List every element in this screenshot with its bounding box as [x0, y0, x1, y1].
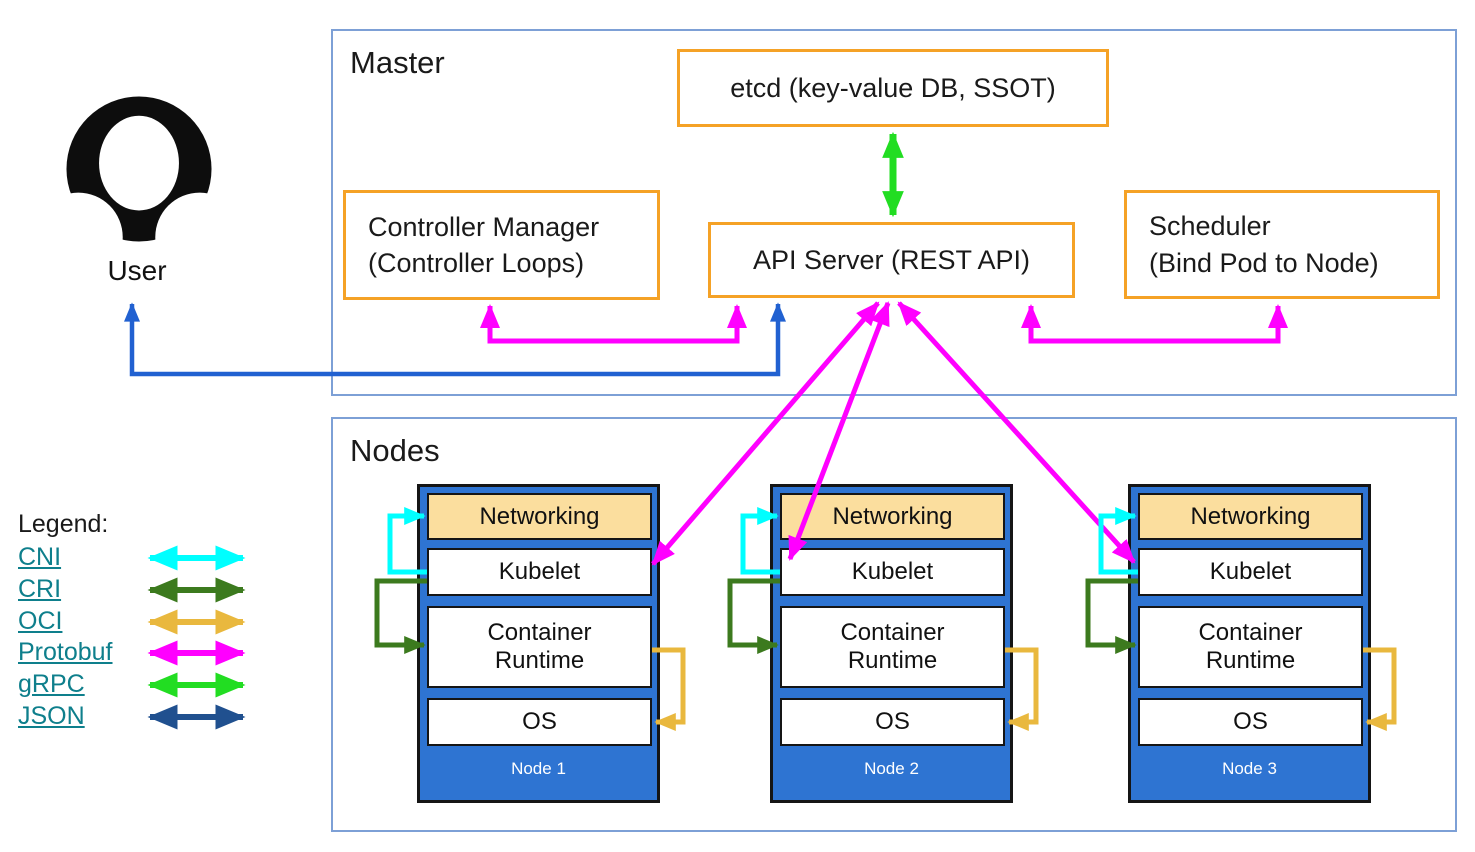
scheduler-box: Scheduler (Bind Pod to Node) [1124, 190, 1440, 299]
node3-networking-layer: Networking [1138, 493, 1363, 540]
legend-link-cri[interactable]: CRI [18, 575, 62, 603]
node2-container-runtime-layer: Container Runtime [780, 606, 1005, 688]
etcd-box: etcd (key-value DB, SSOT) [677, 49, 1109, 127]
node3-kubelet-layer: Kubelet [1138, 548, 1363, 596]
scheduler-line2: (Bind Pod to Node) [1149, 247, 1379, 278]
user-figure [33, 95, 245, 282]
node-3: Networking Kubelet Container Runtime OS … [1128, 484, 1371, 803]
controller-manager-line1: Controller Manager [368, 211, 600, 242]
nodes-frame: Nodes [331, 417, 1457, 832]
nodes-frame-label: Nodes [350, 433, 440, 468]
legend-link-cni[interactable]: CNI [18, 543, 62, 571]
node3-name: Node 3 [1222, 759, 1277, 778]
node1-os-layer: OS [427, 698, 652, 746]
node3-container-runtime-layer: Container Runtime [1138, 606, 1363, 688]
user-label: User [107, 255, 167, 286]
controller-manager-line2: (Controller Loops) [368, 248, 585, 278]
node-2: Networking Kubelet Container Runtime OS … [770, 484, 1013, 803]
legend-link-grpc[interactable]: gRPC [18, 670, 85, 698]
node2-name: Node 2 [864, 759, 919, 778]
node2-os-layer: OS [780, 698, 1005, 746]
user-icon [33, 96, 245, 282]
node2-kubelet-layer: Kubelet [780, 548, 1005, 596]
node3-os-layer: OS [1138, 698, 1363, 746]
master-frame: Master [331, 29, 1457, 396]
node1-container-runtime-label: Container Runtime [487, 619, 592, 674]
node3-container-runtime-label: Container Runtime [1198, 619, 1303, 674]
node1-kubelet-layer: Kubelet [427, 548, 652, 596]
legend-title: Legend: [18, 510, 109, 538]
node1-name: Node 1 [511, 759, 566, 778]
legend-link-protobuf[interactable]: Protobuf [18, 638, 113, 666]
node-1: Networking Kubelet Container Runtime OS … [417, 484, 660, 803]
node2-container-runtime-label: Container Runtime [840, 619, 945, 674]
node1-networking-layer: Networking [427, 493, 652, 540]
master-frame-label: Master [350, 45, 445, 80]
api-server-box: API Server (REST API) [708, 222, 1075, 298]
controller-manager-box: Controller Manager (Controller Loops) [343, 190, 660, 300]
legend-link-oci[interactable]: OCI [18, 607, 63, 635]
legend-link-json[interactable]: JSON [18, 702, 85, 730]
scheduler-line1: Scheduler [1149, 211, 1271, 242]
node1-container-runtime-layer: Container Runtime [427, 606, 652, 688]
node2-networking-layer: Networking [780, 493, 1005, 540]
